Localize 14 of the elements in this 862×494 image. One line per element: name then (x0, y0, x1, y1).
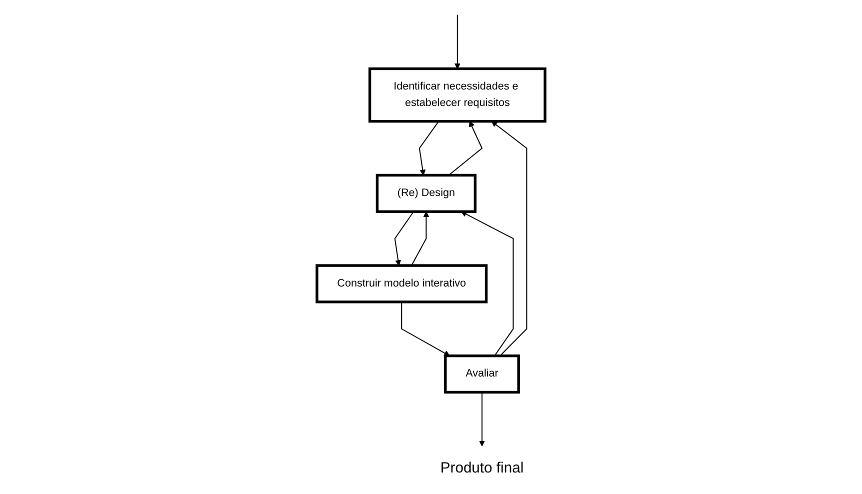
arrow (491, 121, 528, 356)
node-box: Avaliar (444, 354, 520, 394)
arrow (479, 392, 485, 446)
arrow (418, 121, 440, 176)
arrow (401, 302, 450, 356)
node-box: (Re) Design (376, 174, 477, 213)
node-text: Produto final (440, 458, 524, 476)
arrow (394, 211, 414, 266)
arrow (411, 211, 430, 266)
arrow (448, 121, 483, 176)
node-box: Construir modelo interativo (316, 264, 488, 304)
node-box: Identificar necessidades e estabelecer requisitos (368, 67, 546, 123)
arrow (461, 211, 514, 356)
arrow (454, 14, 460, 69)
